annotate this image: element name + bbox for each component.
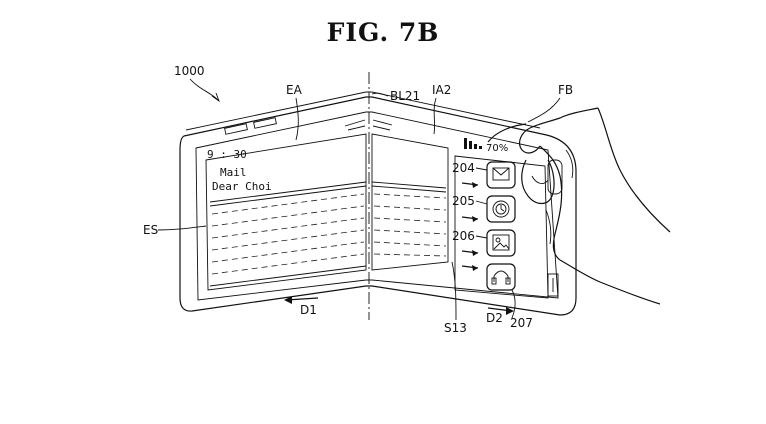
figure-title: FIG. 7B — [327, 18, 440, 47]
hand-thumb-edge — [487, 123, 527, 143]
music-app-icon[interactable] — [486, 263, 516, 291]
device-ref-arrowhead — [211, 92, 220, 103]
device-outline — [179, 96, 577, 316]
side-button-1 — [224, 123, 248, 135]
mail-title: Mail — [220, 166, 247, 179]
arrow-d1-head — [284, 296, 292, 304]
hand-index-finger — [518, 107, 599, 154]
hand-illustration — [487, 107, 671, 305]
leader-204 — [475, 167, 488, 171]
clock-icon — [492, 200, 510, 218]
right-body-lines — [373, 193, 447, 257]
edge-panel-frame — [454, 155, 549, 299]
clock-app-icon[interactable] — [486, 195, 516, 223]
label-ea: EA — [286, 83, 303, 97]
mail-icon — [492, 167, 510, 181]
mail-body-lines — [211, 193, 365, 275]
left-display: 9 : 30 Mail Dear Choi — [205, 133, 367, 291]
leader-es — [157, 225, 207, 231]
right-display — [371, 133, 449, 271]
hand-curled-finger — [521, 159, 555, 205]
leader-ia2 — [433, 97, 437, 135]
label-s13: S13 — [444, 321, 467, 335]
label-ia2: IA2 — [432, 83, 451, 97]
left-display-frame — [205, 133, 367, 291]
battery-level: 70% — [486, 143, 508, 154]
mail-greeting: Dear Choi — [212, 180, 272, 193]
device-ref-label: 1000 — [174, 64, 205, 78]
leader-fb — [527, 97, 561, 123]
arrow-d2-head — [506, 307, 514, 315]
leader-s13 — [451, 261, 457, 321]
leader-ea — [295, 97, 299, 141]
device-bezel — [195, 111, 559, 301]
label-204: 204 — [452, 161, 475, 175]
leader-207 — [511, 289, 516, 319]
signal-icon — [464, 138, 482, 149]
leader-206 — [475, 235, 488, 239]
leader-bl21 — [371, 92, 389, 97]
leader-205 — [475, 200, 488, 205]
fold-shading — [344, 119, 393, 131]
picture-icon — [492, 234, 510, 251]
label-es: ES — [143, 223, 158, 237]
mail-app-icon[interactable] — [486, 161, 516, 189]
side-button-2 — [253, 117, 277, 129]
label-205: 205 — [452, 194, 475, 208]
right-display-frame — [371, 133, 449, 271]
finger-nail — [531, 175, 549, 184]
label-206: 206 — [452, 229, 475, 243]
status-time: 9 : 30 — [207, 148, 247, 161]
status-bar: 70% — [464, 138, 508, 154]
device-ref-leader — [189, 78, 219, 101]
slide-arrows — [461, 182, 479, 271]
mail-header-divider — [209, 181, 367, 207]
hand-back-edge — [597, 107, 671, 233]
hand-crease-1 — [565, 149, 574, 179]
mail-bottom-line — [209, 265, 367, 287]
label-bl21: BL21 — [390, 89, 420, 103]
hand-crease-2 — [545, 209, 552, 245]
label-d1: D1 — [300, 303, 317, 317]
device-side-key — [547, 159, 563, 195]
label-d2: D2 — [486, 311, 503, 325]
hand-palm-edge — [539, 145, 563, 261]
right-header-divider — [371, 181, 447, 193]
music-icon — [491, 270, 511, 285]
edge-panel — [454, 155, 549, 299]
label-fb: FB — [558, 83, 573, 97]
label-207: 207 — [510, 316, 533, 330]
picture-app-icon[interactable] — [486, 229, 516, 257]
hand-wrist-edge — [559, 259, 661, 305]
